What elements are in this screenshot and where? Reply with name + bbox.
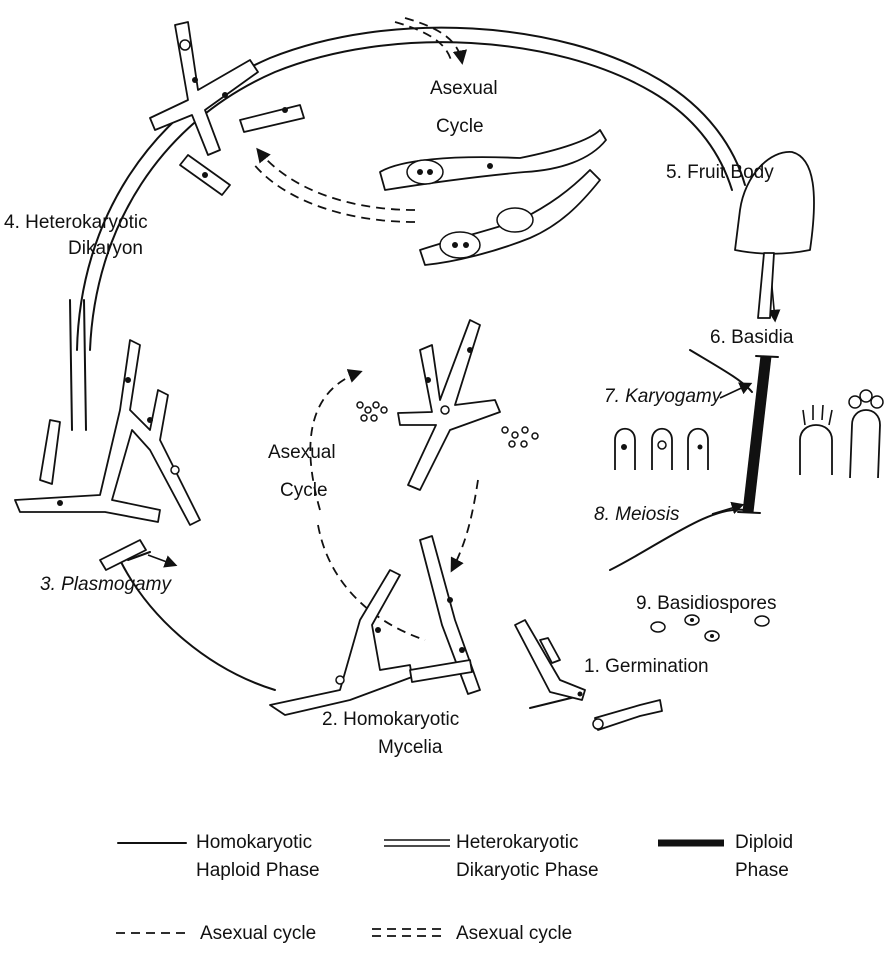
label-meiosis: 8. Meiosis xyxy=(594,504,680,525)
diploid-phase-bar xyxy=(748,356,766,512)
label-homokaryotic-2: Mycelia xyxy=(378,737,443,758)
label-plasmogamy: 3. Plasmogamy xyxy=(40,574,172,595)
label-homokaryotic-1: 2. Homokaryotic xyxy=(322,709,459,730)
legend-diploid-2: Phase xyxy=(735,860,789,881)
label-basidia: 6. Basidia xyxy=(710,327,794,348)
legend-asexual-single: Asexual cycle xyxy=(200,923,316,944)
legend-heterokaryotic-1: Heterokaryotic xyxy=(456,832,579,853)
legend-homokaryotic-2: Haploid Phase xyxy=(196,860,320,881)
legend-heterokaryotic-2: Dikaryotic Phase xyxy=(456,860,599,881)
asexual-mid-hyphae xyxy=(357,320,538,490)
asexual-mid-dash-down xyxy=(452,480,478,570)
diploid-tick-top xyxy=(756,356,778,357)
germination-link xyxy=(530,697,575,708)
basidiospores xyxy=(651,615,769,641)
karyogamy-arrow xyxy=(720,384,750,398)
dikaryotic-left-outer xyxy=(70,300,72,430)
legend: Homokaryotic Haploid Phase Heterokaryoti… xyxy=(116,832,793,944)
dikaryotic-left-inner xyxy=(84,300,86,430)
dikaryon-hyphae-top xyxy=(150,22,304,195)
label-heterokaryotic-1: 4. Heterokaryotic xyxy=(4,212,148,233)
label-karyogamy: 7. Karyogamy xyxy=(604,386,723,407)
label-fruit-body: 5. Fruit Body xyxy=(666,162,774,183)
label-heterokaryotic-2: Dikaryon xyxy=(68,238,143,259)
label-basidiospores: 9. Basidiospores xyxy=(636,593,776,614)
label-asexual-mid-2: Cycle xyxy=(280,480,328,501)
conidia-left xyxy=(357,402,387,421)
legend-homokaryotic-1: Homokaryotic xyxy=(196,832,312,853)
legend-diploid-1: Diploid xyxy=(735,832,793,853)
diploid-tick-bottom xyxy=(738,512,760,513)
label-asexual-top-1: Asexual xyxy=(430,78,498,99)
label-germination: 1. Germination xyxy=(584,656,709,677)
plasmogamy-hyphae xyxy=(15,340,200,570)
asexual-top-dash-1 xyxy=(405,18,462,62)
label-asexual-mid-1: Asexual xyxy=(268,442,336,463)
mycelia-hyphae xyxy=(270,536,480,715)
conidia-right xyxy=(502,427,538,447)
dikaryotic-arc-outer xyxy=(77,28,745,350)
plasmogamy-arrow xyxy=(148,555,175,565)
label-asexual-top-2: Cycle xyxy=(436,116,484,137)
legend-asexual-double: Asexual cycle xyxy=(456,923,572,944)
asexual-chain-cells xyxy=(380,130,606,265)
